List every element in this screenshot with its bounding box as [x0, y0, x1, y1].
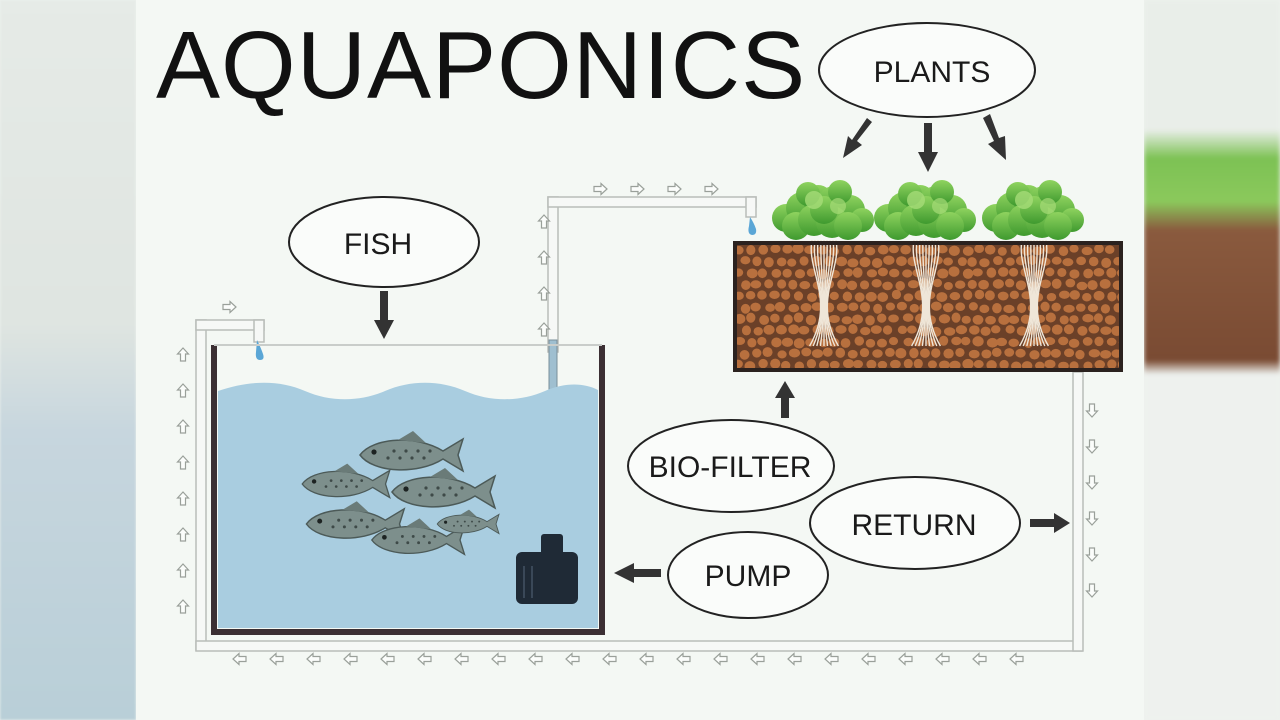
flow-arrow	[704, 182, 719, 196]
tank-water	[218, 382, 598, 628]
fish-label-text: FISH	[344, 228, 412, 261]
lettuce-plant	[772, 180, 874, 240]
plant-foliage	[772, 180, 1084, 240]
flow-arrow	[972, 652, 987, 666]
flow-arrow	[176, 563, 190, 578]
plant-roots	[808, 239, 1050, 347]
flow-arrow	[565, 652, 580, 666]
fish-arrow	[374, 291, 394, 339]
pump-label-text: PUMP	[705, 560, 792, 593]
bio-filter-arrow	[775, 381, 795, 418]
flow-arrow	[537, 286, 551, 301]
flow-arrow	[537, 250, 551, 265]
fish	[301, 463, 391, 500]
plants-arrow-right	[983, 114, 1006, 160]
lettuce-plant	[874, 180, 976, 240]
flow-arrow	[232, 652, 247, 666]
return-label-text: RETURN	[852, 509, 977, 542]
flow-arrow	[306, 652, 321, 666]
fish	[359, 431, 465, 473]
plants-arrow-center	[918, 123, 938, 172]
return-arrow	[1030, 513, 1070, 533]
bio-filter-label: BIO-FILTER	[627, 419, 835, 513]
fish	[436, 509, 500, 535]
grow-bed-frame	[733, 241, 1123, 372]
flow-arrows	[176, 182, 1099, 666]
fish	[391, 468, 497, 510]
flow-arrow	[537, 322, 551, 337]
flow-arrow	[676, 652, 691, 666]
flow-arrow	[176, 347, 190, 362]
flow-arrow	[176, 599, 190, 614]
flow-arrow	[667, 182, 682, 196]
right-blurred-border	[1144, 0, 1280, 720]
flow-arrow	[1085, 439, 1099, 454]
flow-arrow	[713, 652, 728, 666]
flow-arrow	[176, 527, 190, 542]
flow-arrow	[491, 652, 506, 666]
plants-arrow-left	[843, 118, 872, 158]
tank-walls	[211, 345, 605, 635]
flow-arrow	[269, 652, 284, 666]
flow-arrow	[630, 182, 645, 196]
flow-arrow	[417, 652, 432, 666]
flow-arrow	[898, 652, 913, 666]
return-label: RETURN	[809, 476, 1021, 570]
fish	[305, 501, 406, 541]
left-spout-water	[255, 340, 264, 360]
flow-arrow	[176, 419, 190, 434]
flow-arrow	[222, 300, 237, 314]
pump-label: PUMP	[667, 531, 829, 619]
flow-arrow	[861, 652, 876, 666]
left-blurred-border	[0, 0, 136, 720]
fish-label: FISH	[288, 196, 480, 288]
flow-arrow	[1085, 547, 1099, 562]
flow-arrow	[1085, 403, 1099, 418]
flow-arrow	[528, 652, 543, 666]
flow-arrow	[593, 182, 608, 196]
pump-arrow	[614, 563, 661, 583]
indicator-arrows	[374, 114, 1070, 583]
flow-arrow	[750, 652, 765, 666]
fish	[370, 518, 466, 556]
plants-label: PLANTS	[818, 22, 1036, 118]
flow-arrow	[1009, 652, 1024, 666]
flow-arrow	[380, 652, 395, 666]
bio-filter-label-text: BIO-FILTER	[649, 451, 812, 484]
flow-arrow	[343, 652, 358, 666]
flow-arrow	[537, 214, 551, 229]
flow-arrow	[602, 652, 617, 666]
flow-arrow	[176, 383, 190, 398]
flow-arrow	[1085, 583, 1099, 598]
flow-arrow	[935, 652, 950, 666]
clay-pebbles	[735, 243, 1121, 370]
top-spout-water	[748, 217, 757, 235]
flow-arrow	[1085, 511, 1099, 526]
fish-tank	[211, 344, 605, 635]
pump-unit	[516, 534, 578, 604]
plants-label-text: PLANTS	[874, 56, 991, 89]
flow-arrow	[176, 491, 190, 506]
flow-arrow	[824, 652, 839, 666]
flow-arrow	[176, 455, 190, 470]
flow-arrow	[639, 652, 654, 666]
grow-bed	[733, 239, 1123, 372]
flow-arrow	[454, 652, 469, 666]
flow-arrow	[787, 652, 802, 666]
diagram-title: AQUAPONICS	[156, 12, 807, 119]
fish-school	[301, 431, 500, 556]
lettuce-plant	[982, 180, 1084, 240]
flow-arrow	[1085, 475, 1099, 490]
